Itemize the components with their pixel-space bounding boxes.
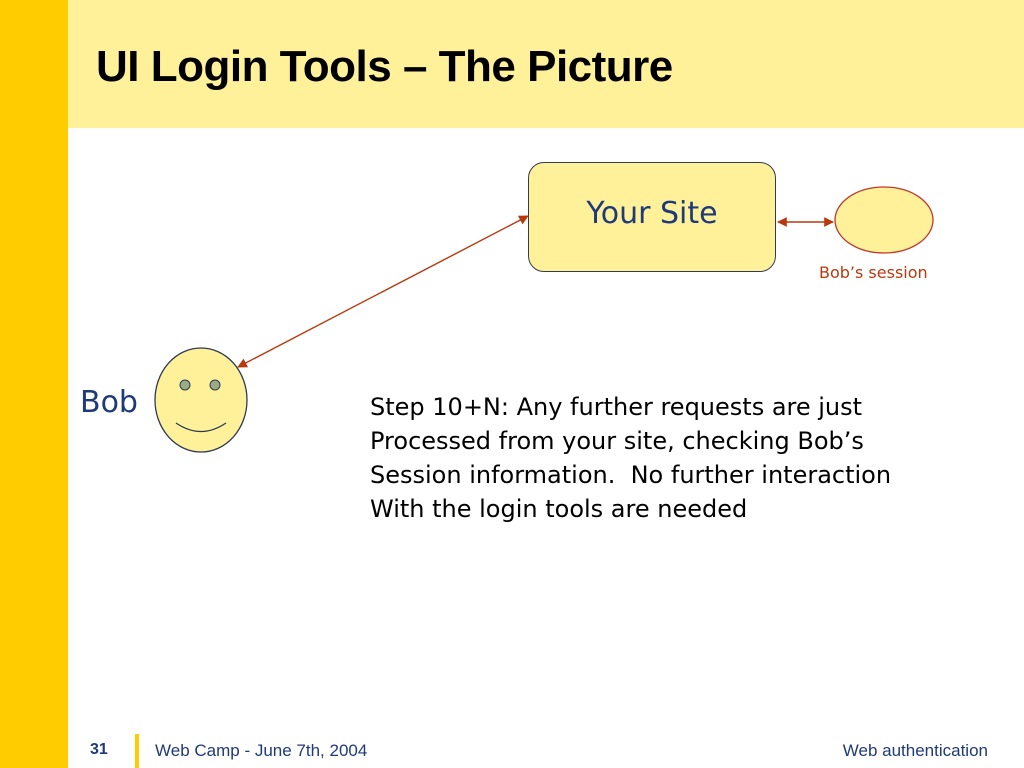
bob-site-arrow xyxy=(237,215,529,368)
smiley-left-eye xyxy=(179,379,191,391)
smiley-mouth xyxy=(175,422,227,433)
footer-divider xyxy=(135,734,139,768)
step-line-2: Processed from your site, checking Bob’s xyxy=(370,427,864,455)
slide-number: 31 xyxy=(90,741,108,758)
slide-title: UI Login Tools – The Picture xyxy=(96,42,673,91)
left-accent-bar xyxy=(0,0,68,768)
footer-topic: Web authentication xyxy=(842,741,988,760)
title-band xyxy=(68,0,1024,128)
bob-label: Bob xyxy=(80,385,138,420)
your-site-label: Your Site xyxy=(586,196,718,231)
your-site-box xyxy=(528,162,776,272)
session-ellipse xyxy=(834,186,934,254)
bob-smiley-icon xyxy=(154,347,248,453)
smiley-right-eye xyxy=(209,379,221,391)
step-line-3: Session information. No further interact… xyxy=(370,461,892,489)
footer-event: Web Camp - June 7th, 2004 xyxy=(155,741,368,760)
step-description: Step 10+N: Any further requests are just… xyxy=(370,390,1010,526)
step-line-1: Step 10+N: Any further requests are just xyxy=(370,393,863,421)
step-line-4: With the login tools are needed xyxy=(370,495,748,523)
session-caption: Bob’s session xyxy=(819,263,928,282)
smiley-face xyxy=(154,347,248,453)
